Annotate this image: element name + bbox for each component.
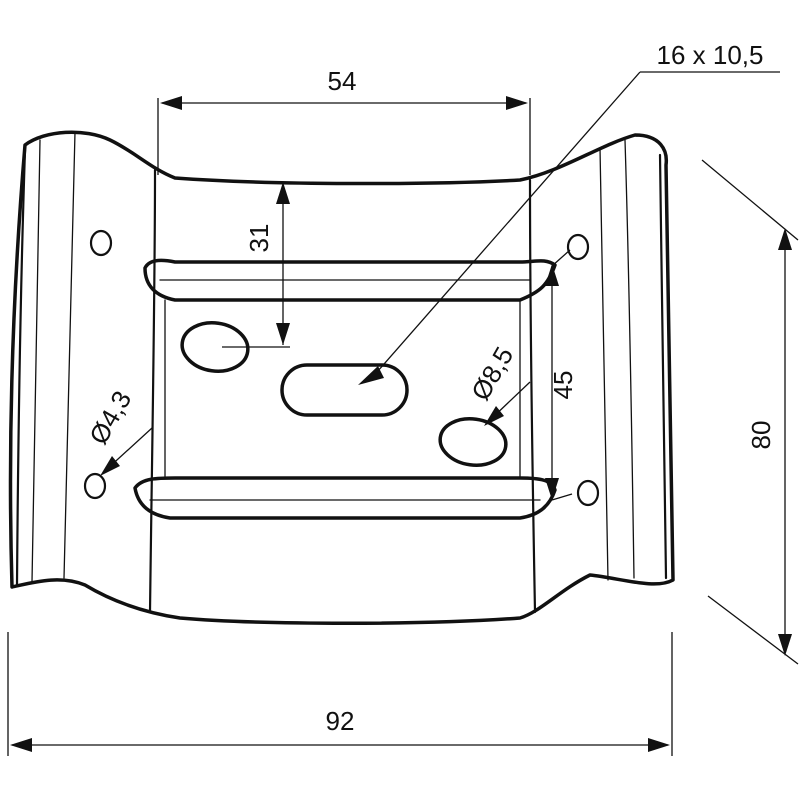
dimension-small-hole: Ø4,3 — [83, 386, 153, 476]
small-hole-top-left — [89, 229, 113, 257]
label-slot: 16 x 10,5 — [657, 40, 764, 70]
label-overall-height: 80 — [746, 421, 776, 450]
large-hole-left — [180, 321, 250, 373]
dimension-slot: 16 x 10,5 — [358, 40, 780, 385]
dimension-inner-height: 31 — [222, 182, 290, 348]
dimension-overall-width: 92 — [7, 632, 673, 756]
dimension-top-width: 54 — [157, 66, 531, 175]
small-hole-bottom-left — [83, 472, 107, 500]
dimension-hole-spacing: 45 — [545, 249, 578, 501]
holes — [83, 229, 600, 507]
label-large-hole: Ø8,5 — [465, 342, 519, 406]
large-hole-right — [438, 417, 508, 467]
dimension-overall-height: 80 — [701, 159, 799, 665]
bracket-plate — [8, 130, 675, 625]
label-hole-spacing: 45 — [548, 371, 578, 400]
label-overall-width: 92 — [326, 706, 355, 736]
small-hole-top-right — [566, 233, 590, 261]
label-top-width: 54 — [328, 66, 357, 96]
small-hole-bottom-right — [576, 479, 600, 507]
label-small-hole: Ø4,3 — [83, 386, 137, 450]
center-slot — [280, 363, 409, 417]
label-inner-height: 31 — [244, 224, 274, 253]
